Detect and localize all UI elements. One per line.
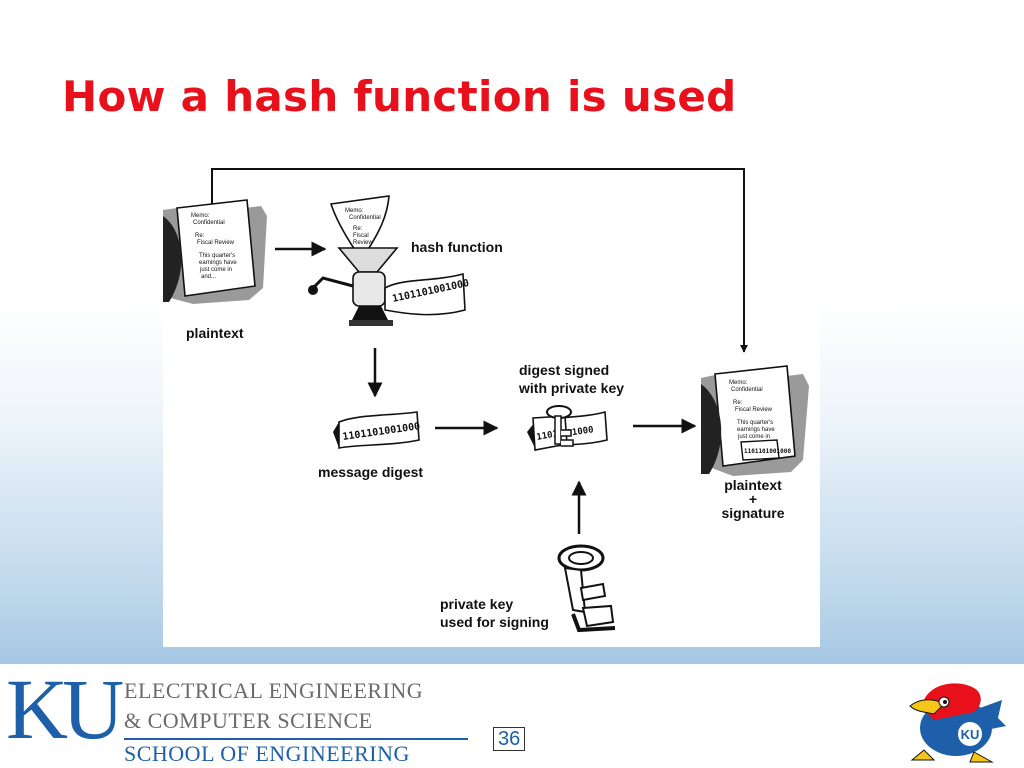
hash-diagram: Memo: Confidential Re: Fiscal Review Thi… [163, 160, 820, 647]
dept-line-2: & COMPUTER SCIENCE [124, 708, 373, 734]
label-message-digest: message digest [318, 463, 423, 481]
label-plaintext-signature-plus: + [717, 494, 789, 504]
message-digest-icon: 1101101001000 [333, 412, 421, 448]
svg-text:KU: KU [961, 727, 980, 742]
label-plaintext-signature: plaintext + signature [717, 476, 789, 522]
signed-document-icon: Memo: Confidential Re: Fiscal Review Thi… [701, 366, 809, 476]
diagram-graphics: Memo: Confidential Re: Fiscal Review Thi… [163, 160, 820, 647]
label-plaintext-signature-line3: signature [717, 504, 789, 522]
page-number: 36 [493, 727, 525, 751]
plaintext-document-icon: Memo: Confidential Re: Fiscal Review Thi… [163, 200, 267, 304]
label-hash-function: hash function [411, 238, 503, 256]
bypass-arrow [212, 169, 744, 352]
private-key-icon [559, 546, 615, 630]
dept-line-1: ELECTRICAL ENGINEERING [124, 678, 423, 704]
label-digest-signed-line1: digest signed [519, 361, 624, 379]
svg-text:1101101001000: 1101101001000 [744, 448, 791, 455]
ku-logo: KU [6, 666, 118, 752]
slide-footer: KU ELECTRICAL ENGINEERING & COMPUTER SCI… [0, 664, 1024, 768]
jayhawk-mascot-icon: KU [904, 672, 1008, 764]
signed-digest-icon: 01000 1101 [527, 406, 607, 450]
school-name: SCHOOL OF ENGINEERING [124, 741, 410, 767]
label-digest-signed-line2: with private key [519, 379, 624, 397]
label-digest-signed: digest signed with private key [519, 361, 624, 397]
slide-title: How a hash function is used [62, 72, 737, 121]
label-plaintext: plaintext [186, 324, 244, 342]
label-private-key: private key used for signing [440, 595, 549, 631]
label-private-key-line1: private key [440, 595, 549, 613]
label-private-key-line2: used for signing [440, 613, 549, 631]
footer-divider [124, 738, 468, 740]
hash-function-grinder-icon: Memo: Confidential Re: Fiscal Review 110… [308, 196, 470, 326]
